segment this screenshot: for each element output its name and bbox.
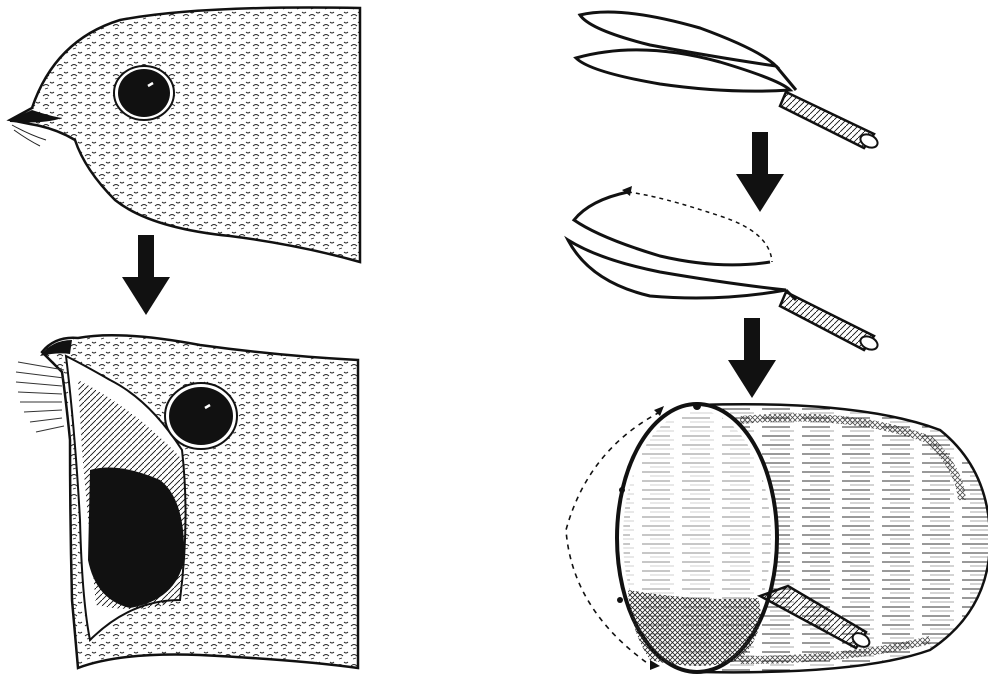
- wire-frame-opening: [568, 186, 880, 352]
- down-arrow-left: [122, 235, 170, 315]
- handle-middle: [780, 292, 880, 352]
- down-arrow-right-2: [728, 318, 776, 398]
- hoop-bottom-shading: [628, 590, 761, 666]
- handle-top: [780, 92, 880, 150]
- bird-head-closed: [10, 8, 360, 263]
- eye: [118, 69, 170, 117]
- eye-open: [169, 387, 233, 445]
- down-arrow-right-1: [736, 132, 784, 212]
- hoop-frame: [566, 402, 777, 672]
- bird-head-open: [16, 335, 358, 668]
- wire-frame-closed: [576, 12, 880, 150]
